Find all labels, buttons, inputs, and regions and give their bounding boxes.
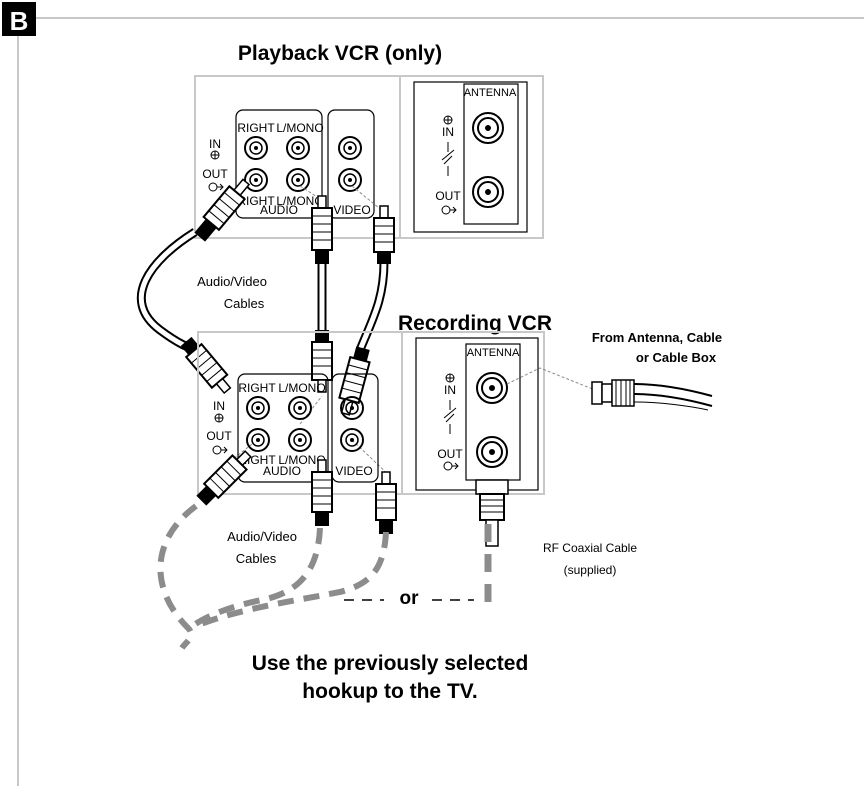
playback-ant-out-label: OUT (435, 189, 461, 203)
recording-out-label: OUT (206, 429, 232, 443)
av-cables-top-line2: Cables (224, 296, 265, 311)
playback-video-box (327, 109, 375, 219)
playback-vcr-panel (194, 75, 544, 239)
recording-jack-video-out (340, 428, 364, 452)
recording-jack-in-left (288, 396, 312, 420)
antenna-lead (506, 367, 601, 393)
playback-vcr-title: Playback VCR (only) (238, 42, 442, 65)
plug-bottom-video (375, 471, 397, 534)
plug-mid-left-audio (311, 330, 333, 393)
playback-out-arrow-icon (208, 182, 224, 192)
video-cable-vertical (355, 261, 389, 352)
recording-ant-out-label: OUT (437, 447, 463, 461)
recording-jack-out-left (288, 428, 312, 452)
recording-in-arrow-icon (214, 413, 224, 423)
recording-vcr-title: Recording VCR (398, 312, 552, 335)
playback-audio-label: AUDIO (260, 203, 298, 217)
from-antenna-line1: From Antenna, Cable (592, 330, 722, 345)
playback-ant-in-label: IN (442, 125, 454, 139)
playback-antenna-box (463, 83, 519, 225)
plug-bottom-audio-left (311, 459, 333, 526)
from-antenna-line2: or Cable Box (636, 350, 717, 365)
recording-lmono-label: L/MONO (278, 381, 325, 395)
plug-top-right-audio (194, 178, 251, 242)
antenna-connector (591, 379, 713, 411)
playback-in-label: IN (209, 137, 221, 151)
recording-lmono-label-bottom: L/MONO (278, 453, 325, 467)
plug-bottom-audio-right (196, 450, 252, 506)
recording-antenna-box (465, 343, 521, 481)
plug-mid-video (338, 346, 371, 416)
playback-jack-out-right (244, 168, 268, 192)
recording-antenna-label: ANTENNA (467, 347, 520, 359)
recording-jack-in-right (246, 396, 270, 420)
playback-video-label: VIDEO (333, 203, 370, 217)
recording-antenna-out-jack (476, 436, 508, 468)
footer-line2: hookup to the TV. (302, 680, 477, 703)
section-badge-letter: B (10, 6, 29, 36)
recording-audio-label: AUDIO (263, 464, 301, 478)
plug-top-video (373, 205, 395, 264)
av-cables-top-line1: Audio/Video (197, 274, 267, 289)
playback-in-arrow-icon (210, 150, 220, 160)
recording-jack-out-right (246, 428, 270, 452)
recording-in-label: IN (213, 399, 225, 413)
playback-jack-in-left (286, 136, 310, 160)
recording-video-label: VIDEO (335, 464, 372, 478)
footer-line1: Use the previously selected (252, 652, 529, 675)
cable-lead-2 (351, 185, 385, 213)
section-badge (2, 2, 36, 36)
playback-right-label-bottom: RIGHT (237, 194, 275, 208)
playback-jack-out-left (286, 168, 310, 192)
playback-audio-box (235, 109, 323, 219)
rf-cable-line1: RF Coaxial Cable (543, 541, 637, 555)
plug-top-left-audio (311, 195, 333, 264)
recording-antenna-symbol-icon (443, 373, 459, 471)
recording-video-box (331, 373, 379, 483)
av-cables-bottom-line1: Audio/Video (227, 529, 297, 544)
recording-ant-in-label: IN (444, 383, 456, 397)
or-label: or (400, 588, 420, 609)
audio-cable-loop (136, 228, 198, 355)
playback-jack-in-right (244, 136, 268, 160)
recording-audio-box (237, 373, 329, 483)
playback-lmono-label-bottom: L/MONO (276, 194, 323, 208)
av-cables-bottom-line2: Cables (236, 551, 277, 566)
recording-jack-video-in (340, 396, 364, 420)
playback-lmono-label: L/MONO (276, 121, 323, 135)
playback-jack-video-in (338, 136, 362, 160)
playback-out-label: OUT (202, 167, 228, 181)
playback-antenna-out-jack (472, 176, 504, 208)
playback-jack-video-out (338, 168, 362, 192)
rf-cable-line2: (supplied) (564, 563, 617, 577)
playback-right-label: RIGHT (237, 121, 275, 135)
recording-antenna-in-jack (476, 372, 508, 404)
plug-loop-end (180, 336, 232, 395)
rf-connector (475, 479, 509, 547)
recording-out-arrow-icon (212, 445, 228, 455)
playback-antenna-label: ANTENNA (464, 87, 517, 99)
tv-cables-dashed (157, 503, 389, 650)
recording-right-label: RIGHT (238, 381, 276, 395)
playback-antenna-symbol-icon (441, 115, 457, 215)
playback-antenna-in-jack (472, 112, 504, 144)
